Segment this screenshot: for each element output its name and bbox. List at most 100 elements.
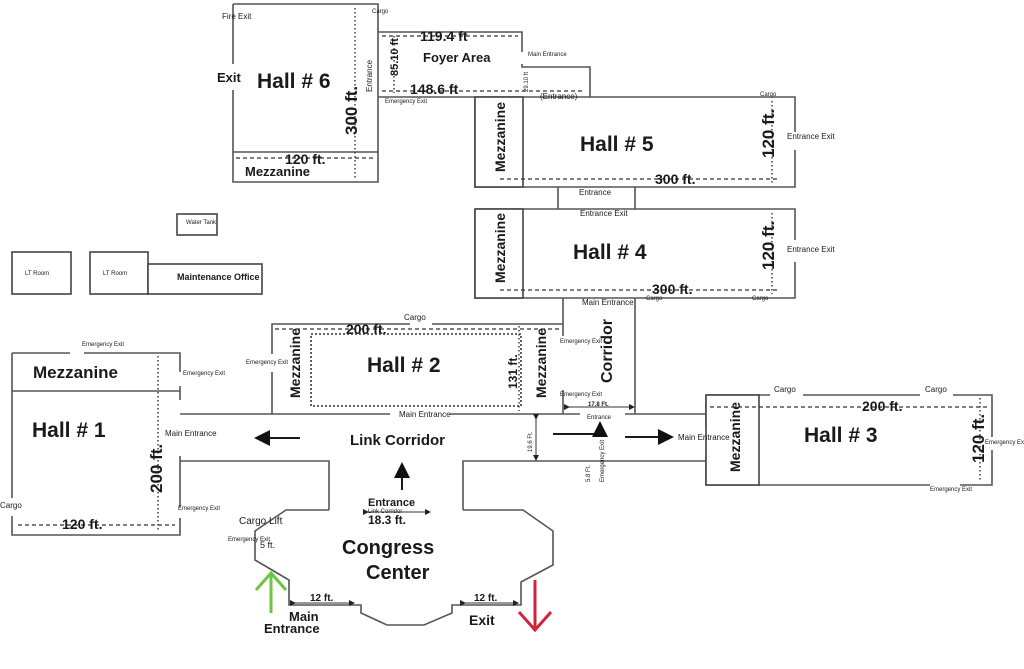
corridor-main-entrance-label: Main Entrance bbox=[582, 298, 634, 307]
link-corridor-width-label: 19.6 Ft. bbox=[528, 431, 534, 452]
hall-3-mezzanine-label: Mezzanine bbox=[727, 402, 743, 472]
water-tank-box bbox=[176, 213, 218, 236]
hall-2[interactable]: 200 ft. Cargo Mezzanine Mezzanine Hall #… bbox=[246, 313, 563, 419]
link-corridor-emergency-exit-label: Emergency Exit bbox=[600, 440, 606, 482]
hall-6[interactable]: Fire Exit Exit Hall # 6 300 ft. Cargo En… bbox=[217, 3, 389, 183]
foyer-main-entrance-label: Main Entrance bbox=[528, 52, 567, 58]
hall-5-title: Hall # 5 bbox=[580, 133, 654, 156]
foyer-top-width-label: 119.4 ft bbox=[420, 28, 468, 44]
hall-6-cargo-label: Cargo bbox=[372, 9, 389, 15]
hall-1-top-emergency-exit-label: Emergency Exit bbox=[82, 342, 124, 348]
hall-6-length-label: 300 ft. bbox=[342, 86, 361, 135]
hall-4-width-label: 120 ft. bbox=[759, 221, 778, 270]
hall-4-side-door-label: Entrance Exit bbox=[787, 245, 835, 254]
water-tank-label: Water Tank bbox=[186, 220, 217, 226]
hall-3[interactable]: Mezzanine Cargo Cargo 200 ft. Hall # 3 1… bbox=[678, 385, 1024, 493]
hall-2-mezzanine-left-label: Mezzanine bbox=[287, 328, 303, 398]
foyer-title: Foyer Area bbox=[423, 50, 491, 65]
hall-4-top-door-label: Entrance Exit bbox=[580, 209, 628, 218]
congress-center-walls bbox=[254, 509, 554, 626]
hall-5-width-label: 120 ft. bbox=[759, 109, 778, 158]
hall-2-length-label: 200 ft. bbox=[346, 321, 386, 337]
link-corridor-side-width-label: 5.8 Ft. bbox=[586, 465, 592, 482]
corridor[interactable]: Main Entrance Corridor Emergency Exit Em… bbox=[560, 298, 636, 421]
hall-3-right-emergency-exit-label: Emergency Exit bbox=[985, 440, 1024, 446]
hall-4-mezzanine-box bbox=[474, 208, 524, 299]
hall-3-title: Hall # 3 bbox=[804, 424, 878, 447]
connector-hall5-hall4[interactable]: Entrance bbox=[557, 187, 636, 209]
foyer-area[interactable]: 119.4 ft 85.10 ft Foyer Area Main Entran… bbox=[378, 28, 591, 105]
hall-2-width-label: 131 ft. bbox=[506, 354, 520, 389]
hall-4-cargo-2-label: Cargo bbox=[752, 296, 769, 302]
hall-2-walls bbox=[271, 323, 563, 414]
hall-4-length-label: 300 ft. bbox=[652, 281, 692, 297]
hall-2-mezzanine-right-label: Mezzanine bbox=[533, 328, 549, 398]
hall-3-main-entrance-label: Main Entrance bbox=[678, 433, 730, 442]
hall-5-length-label: 300 ft. bbox=[655, 171, 695, 187]
service-rooms: Water Tank LT Room LT Room Maintenance O… bbox=[11, 213, 263, 295]
fire-exit-label: Fire Exit bbox=[222, 12, 252, 21]
hall-5-mezzanine-label: Mezzanine bbox=[492, 102, 508, 172]
corridor-top-emergency-exit-label: Emergency Exit bbox=[560, 339, 602, 345]
hall-5-bottom-entrance-label: Entrance bbox=[579, 188, 612, 197]
foyer-emergency-exit-label: Emergency Exit bbox=[385, 99, 427, 105]
hall-3-bottom-emergency-exit-label: Emergency Exit bbox=[930, 487, 972, 493]
congress-entrance-width-label: 18.3 ft. bbox=[368, 513, 406, 527]
hall-1-cargo-label: Cargo bbox=[0, 501, 22, 510]
lt-room-2-label: LT Room bbox=[103, 271, 127, 277]
congress-center-title-line-2: Center bbox=[366, 562, 430, 584]
hall-2-cargo-label: Cargo bbox=[404, 313, 426, 322]
foyer-small-height-label: 29.10 ft bbox=[524, 72, 530, 92]
main-entrance-width-label: 12 ft. bbox=[310, 593, 334, 604]
hall-1-walls bbox=[11, 352, 181, 536]
hall-3-mezzanine-box bbox=[705, 394, 760, 486]
hall-3-cargo-1-label: Cargo bbox=[774, 385, 796, 394]
hall-1-right-emergency-exit-label: Emergency Exit bbox=[183, 371, 225, 377]
exit-width-label: 12 ft. bbox=[474, 593, 498, 604]
hall-3-cargo-2-label: Cargo bbox=[925, 385, 947, 394]
hall-6-entrance-label: Entrance bbox=[365, 59, 374, 92]
foyer-bottom-width-label: 148.6 ft bbox=[410, 81, 459, 97]
hall-5[interactable]: Mezzanine Hall # 5 300 ft. 120 ft. Cargo… bbox=[474, 92, 835, 188]
hall-2-left-emergency-exit-label: Emergency Exit bbox=[246, 360, 288, 366]
corridor-walls bbox=[562, 298, 636, 414]
maintenance-office-label: Maintenance Office bbox=[177, 272, 260, 282]
hall-2-title: Hall # 2 bbox=[367, 354, 441, 377]
hall-6-exit-label: Exit bbox=[217, 70, 242, 85]
hall-4-cargo-1-label: Cargo bbox=[646, 296, 663, 302]
hall-1-bottom-emergency-exit-label: Emergency Exit bbox=[178, 506, 220, 512]
hall-2-floor-outline bbox=[310, 333, 522, 407]
link-corridor-bottom-wall bbox=[180, 460, 705, 510]
main-entrance-arrow-icon bbox=[254, 570, 288, 613]
hall-1-main-entrance-label: Main Entrance bbox=[165, 429, 217, 438]
congress-center[interactable]: Entrance Link Corridor 18.3 ft. Cargo Li… bbox=[228, 497, 554, 636]
hall-6-width-label: 120 ft. bbox=[285, 151, 325, 167]
link-corridor[interactable]: Link Corridor 19.6 Ft. 5.8 Ft. Emergency… bbox=[180, 413, 705, 510]
hall-2-main-entrance-label: Main Entrance bbox=[399, 410, 451, 419]
arrow-to-corridor bbox=[553, 421, 608, 437]
main-entrance-label-line-1[interactable]: Main bbox=[289, 609, 319, 624]
link-corridor-title: Link Corridor bbox=[350, 432, 445, 449]
exit-label[interactable]: Exit bbox=[469, 612, 495, 628]
hall-1-length-label: 200 ft. bbox=[147, 444, 166, 493]
hall-1-width-label: 120 ft. bbox=[62, 516, 102, 532]
hall-5-side-door-label: Entrance Exit bbox=[787, 132, 835, 141]
hall-4[interactable]: Mezzanine Hall # 4 Entrance Exit 300 ft.… bbox=[474, 208, 835, 302]
cargo-lift-label: Cargo Lift bbox=[239, 516, 283, 527]
lt-room-1-label: LT Room bbox=[25, 271, 49, 277]
hall-3-length-label: 200 ft. bbox=[862, 398, 902, 414]
lt-room-1-box bbox=[11, 251, 72, 295]
exit-arrow-icon bbox=[517, 580, 553, 633]
foyer-entrance-label: (Entrance) bbox=[540, 92, 578, 101]
main-entrance-label-line-2[interactable]: Entrance bbox=[264, 621, 320, 636]
hall-1[interactable]: Emergency Exit Mezzanine Emergency Exit … bbox=[0, 342, 225, 536]
congress-center-title-line-1: Congress bbox=[342, 537, 434, 559]
hall-3-width-label: 120 ft. bbox=[969, 414, 988, 463]
maintenance-office-box bbox=[147, 263, 263, 295]
hall-5-cargo-label: Cargo bbox=[760, 92, 777, 98]
hall-6-title: Hall # 6 bbox=[257, 70, 331, 93]
foyer-height-label: 85.10 ft bbox=[389, 38, 401, 76]
corridor-width-label: 17.8 Ft. bbox=[588, 402, 609, 408]
corridor-title: Corridor bbox=[599, 319, 616, 383]
